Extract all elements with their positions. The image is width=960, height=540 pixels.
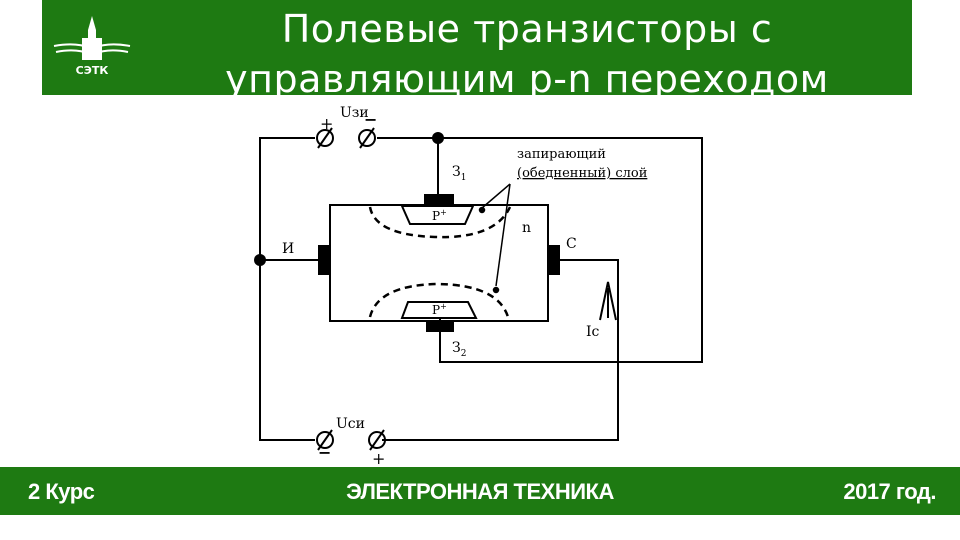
- footer-year: 2017 год.: [843, 479, 936, 504]
- footer-bar: ЭЛЕКТРОННАЯ ТЕХНИКА 2 Курс 2017 год.: [0, 467, 960, 515]
- slide-title: Полевые транзисторы с управляющим p-n пе…: [225, 7, 829, 95]
- college-logo: СЭТК: [53, 16, 131, 77]
- label-depletion-line2: (обедненный) слой: [517, 166, 647, 181]
- label-gate-1: З1: [452, 164, 466, 183]
- uzi-minus-sign: −: [364, 110, 377, 129]
- label-drain: С: [566, 236, 577, 252]
- label-depletion-line1: запирающий: [517, 147, 606, 162]
- usi-minus-sign: −: [318, 443, 331, 462]
- jfet-circuit-diagram: Uзи + − З1 З2 запирающий (обедненный) сл…: [254, 105, 703, 468]
- label-drain-current: Ic: [586, 324, 600, 340]
- uzi-plus-sign: +: [320, 114, 333, 133]
- usi-plus-sign: +: [372, 449, 385, 468]
- logo-text: СЭТК: [76, 64, 109, 77]
- label-p-bottom: P+: [432, 302, 447, 317]
- footer-subject: ЭЛЕКТРОННАЯ ТЕХНИКА: [346, 479, 614, 504]
- label-uzi: Uзи: [340, 105, 369, 121]
- label-n-region: n: [522, 220, 531, 236]
- footer-course: 2 Курс: [28, 479, 95, 504]
- label-source: И: [282, 241, 294, 257]
- title-banner: СЭТК Полевые транзисторы с управляющим p…: [42, 0, 912, 95]
- label-gate-2: З2: [452, 340, 466, 359]
- label-usi: Uси: [336, 416, 365, 432]
- label-p-top: P+: [432, 208, 447, 223]
